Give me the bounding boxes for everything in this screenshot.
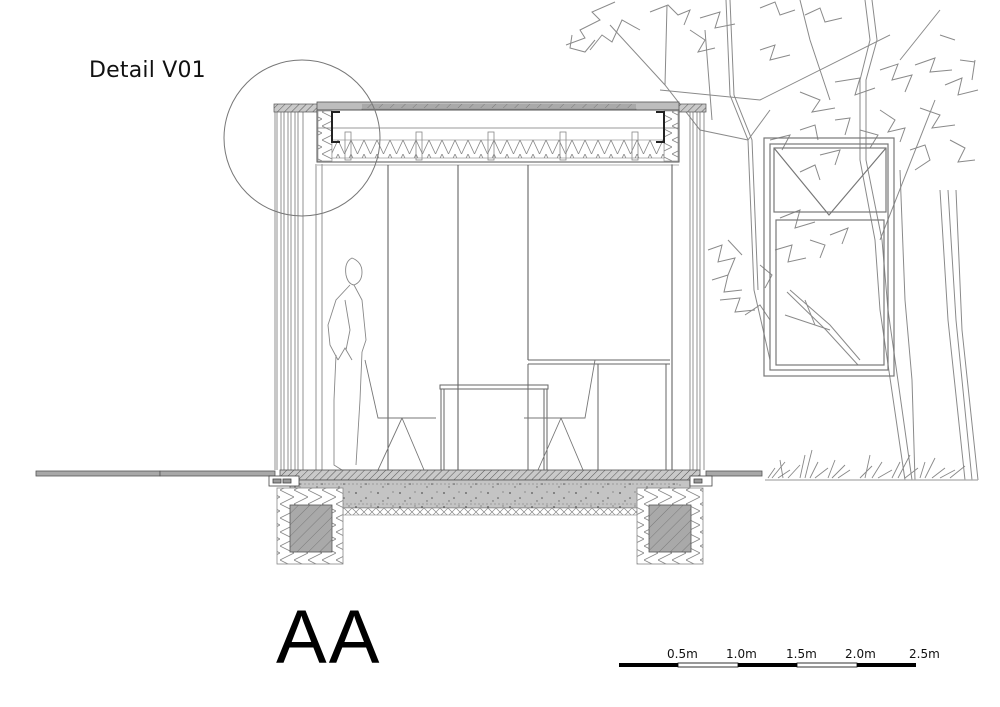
chairs <box>364 359 596 471</box>
deck-left <box>35 470 276 477</box>
roof-assembly <box>316 101 680 166</box>
sill-details <box>268 475 713 487</box>
scale-bar <box>619 662 916 668</box>
deck-right <box>705 470 763 477</box>
interior-partitions <box>387 165 673 470</box>
detail-callout-circle <box>223 59 381 217</box>
person-figure <box>327 257 367 471</box>
scale-label-1-5m: 1.5m <box>786 647 817 661</box>
scale-label-2-0m: 2.0m <box>845 647 876 661</box>
detail-callout-label: Detail V01 <box>89 58 206 83</box>
scale-label-2-5m: 2.5m <box>909 647 940 661</box>
dining-table <box>439 384 549 470</box>
section-title: AA <box>276 595 382 680</box>
window-elevation <box>763 137 895 377</box>
left-glazing-wall <box>274 110 323 470</box>
grass-illustration <box>765 449 978 481</box>
tree-illustration <box>565 0 979 481</box>
foundation-right <box>636 487 704 565</box>
scale-label-1-0m: 1.0m <box>726 647 757 661</box>
floor-slab <box>279 469 701 516</box>
kitchen-counter <box>527 359 670 470</box>
foundation-left <box>276 487 344 565</box>
scale-label-0-5m: 0.5m <box>667 647 698 661</box>
